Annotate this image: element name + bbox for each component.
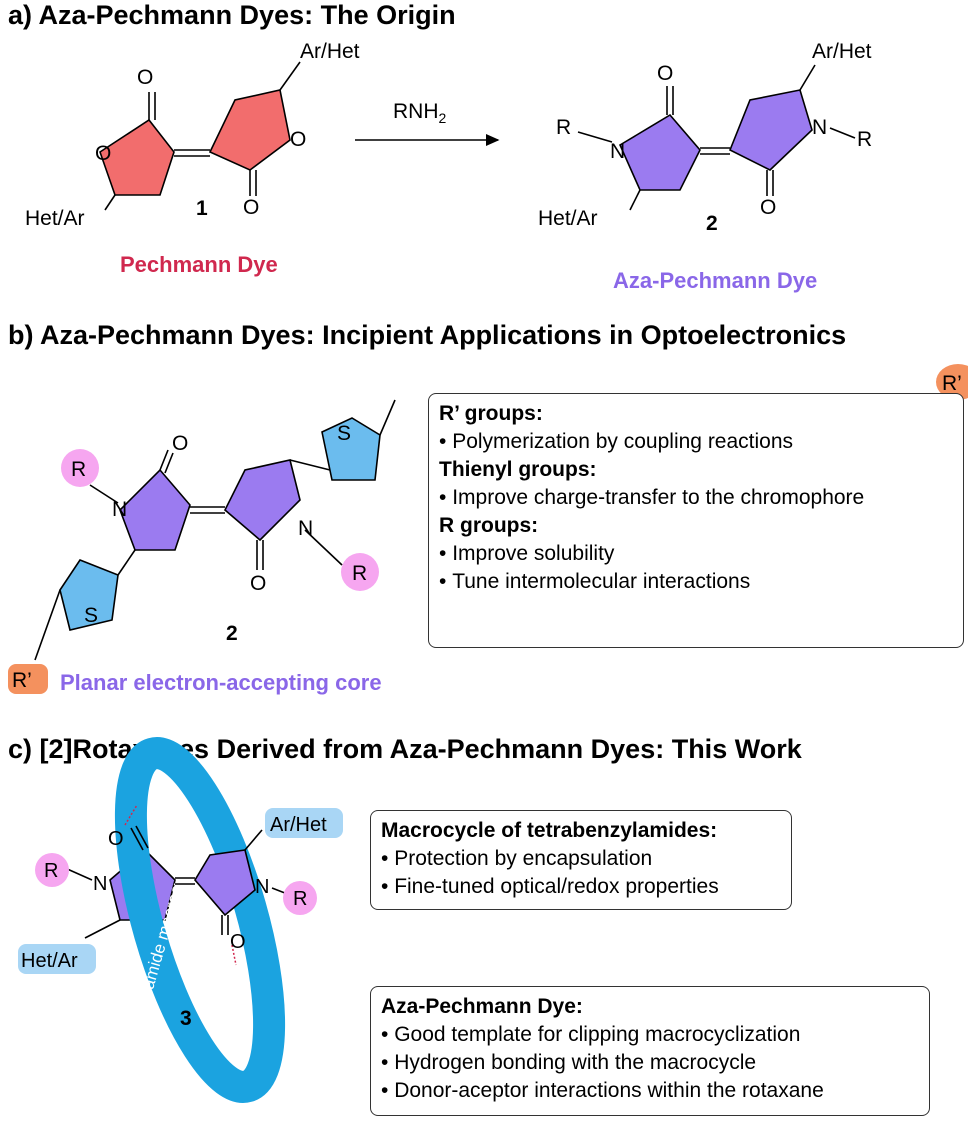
- compound-number-1: 1: [196, 197, 208, 220]
- reagent-label: RNH2: [393, 100, 447, 126]
- ar-het-badge: [265, 808, 343, 838]
- aza-pechmann-dye-structure: R N O N R O Ar/Het Het/Ar 2 Aza-Pechmann…: [538, 40, 872, 293]
- r-left-b: R: [71, 458, 86, 481]
- left-thiophene: [59, 559, 119, 631]
- thienyl-groups-list: Improve charge-transfer to the chromopho…: [439, 484, 953, 512]
- right-lactam-ring: [728, 89, 813, 171]
- list-item: Donor-aceptor interactions within the ro…: [381, 1077, 919, 1105]
- left-lactone-ring: [99, 118, 175, 196]
- r-right-b: R: [352, 562, 367, 585]
- pechmann-dye-structure: O O O O Ar/Het Het/Ar 1 Pechmann Dye: [25, 40, 360, 277]
- o-ring-left: O: [95, 142, 111, 165]
- r-groups-heading: R groups:: [439, 514, 539, 537]
- o-bottom-b: O: [250, 572, 266, 595]
- thienyl-aza-pechmann-structure: R’ R R R’ N N O O S S 2 Planar electron-…: [8, 364, 968, 695]
- n-left-b: N: [112, 498, 127, 521]
- o-bottom-a: O: [760, 196, 776, 219]
- r-badge-right: [341, 553, 379, 591]
- list-item: Fine-tuned optical/redox properties: [381, 873, 781, 901]
- aza-pechmann-info-box: Aza-Pechmann Dye: Good template for clip…: [370, 986, 930, 1116]
- list-item: Polymerization by coupling reactions: [439, 428, 953, 456]
- r-prime-bottom-badge: [8, 664, 48, 694]
- r-left-c: R: [44, 860, 58, 882]
- list-item: Improve charge-transfer to the chromopho…: [439, 484, 953, 512]
- aza-pechmann-box-heading: Aza-Pechmann Dye:: [381, 995, 583, 1018]
- section-b-heading: b) Aza-Pechmann Dyes: Incipient Applicat…: [8, 320, 847, 350]
- right-thiophene: [321, 417, 381, 481]
- list-item: Protection by encapsulation: [381, 845, 781, 873]
- o-top-c: O: [108, 828, 124, 850]
- o-bottom-c: O: [230, 931, 246, 953]
- list-item: Improve solubility: [439, 540, 953, 568]
- ar-het-top-left: Ar/Het: [300, 40, 360, 63]
- core-left-ring: [119, 468, 191, 551]
- o-ring-right: O: [290, 128, 306, 151]
- o-top-left: O: [137, 66, 153, 89]
- macrocycle-ring: [114, 737, 286, 1103]
- het-ar-bottom-a: Het/Ar: [538, 207, 598, 230]
- r-prime-top-label: R’: [942, 372, 962, 395]
- list-item: Good template for clipping macrocyclizat…: [381, 1021, 919, 1049]
- core-right-ring: [224, 459, 301, 542]
- o-top-a: O: [657, 62, 673, 85]
- r-badge-c-left: [35, 853, 69, 887]
- r-right-a: R: [857, 128, 872, 151]
- het-ar-badge: [18, 944, 96, 974]
- n-left-a: N: [610, 140, 625, 163]
- r-prime-bottom-label: R’: [12, 669, 32, 692]
- n-right-b: N: [298, 517, 313, 540]
- o-bottom-left: O: [243, 196, 259, 219]
- s-bottom-b: S: [84, 604, 98, 627]
- n-right-a: N: [812, 116, 827, 139]
- optoelectronics-info-box: R’ groups: Polymerization by coupling re…: [428, 393, 964, 648]
- het-ar-c: Het/Ar: [21, 950, 78, 972]
- compound-number-2a: 2: [706, 212, 718, 235]
- macrocycle-box-list: Protection by encapsulation Fine-tuned o…: [381, 845, 781, 901]
- o-top-b: O: [172, 432, 188, 455]
- ar-het-c: Ar/Het: [270, 814, 327, 836]
- n-left-c: N: [93, 873, 107, 895]
- macrocycle-box-heading: Macrocycle of tetrabenzylamides:: [381, 819, 718, 842]
- list-item: Hydrogen bonding with the macrocycle: [381, 1049, 919, 1077]
- r-prime-top-badge: [936, 364, 968, 400]
- left-lactam-ring: [618, 113, 701, 191]
- ar-het-top-a: Ar/Het: [812, 40, 872, 63]
- n-right-c: N: [255, 876, 269, 898]
- s-top-b: S: [337, 422, 351, 445]
- het-ar-bottom-left: Het/Ar: [25, 207, 85, 230]
- planar-core-caption: Planar electron-accepting core: [60, 670, 382, 695]
- thienyl-groups-heading: Thienyl groups:: [439, 458, 597, 481]
- reaction-arrow: RNH2: [355, 100, 500, 146]
- r-badge-left: [61, 449, 99, 487]
- section-a-heading: a) Aza-Pechmann Dyes: The Origin: [8, 0, 456, 30]
- pechmann-caption: Pechmann Dye: [120, 252, 278, 277]
- rotaxane-right-ring: [194, 849, 256, 917]
- r-groups-list: Improve solubility Tune intermolecular i…: [439, 540, 953, 596]
- compound-number-2b: 2: [226, 622, 238, 645]
- list-item: Tune intermolecular interactions: [439, 568, 953, 596]
- r-prime-groups-heading: R’ groups:: [439, 402, 543, 425]
- r-right-c: R: [293, 888, 307, 910]
- macrocycle-info-box: Macrocycle of tetrabenzylamides: Protect…: [370, 810, 792, 910]
- r-prime-groups-list: Polymerization by coupling reactions: [439, 428, 953, 456]
- aza-pechmann-box-list: Good template for clipping macrocyclizat…: [381, 1021, 919, 1105]
- r-badge-c-right: [283, 881, 317, 915]
- rotaxane-structure: tetrabenzylamide macrocycle Ar/Het Het/A…: [18, 737, 343, 1103]
- r-left-a: R: [556, 116, 571, 139]
- compound-number-3: 3: [180, 1007, 192, 1030]
- aza-pechmann-caption: Aza-Pechmann Dye: [613, 268, 817, 293]
- right-lactone-ring: [208, 89, 291, 171]
